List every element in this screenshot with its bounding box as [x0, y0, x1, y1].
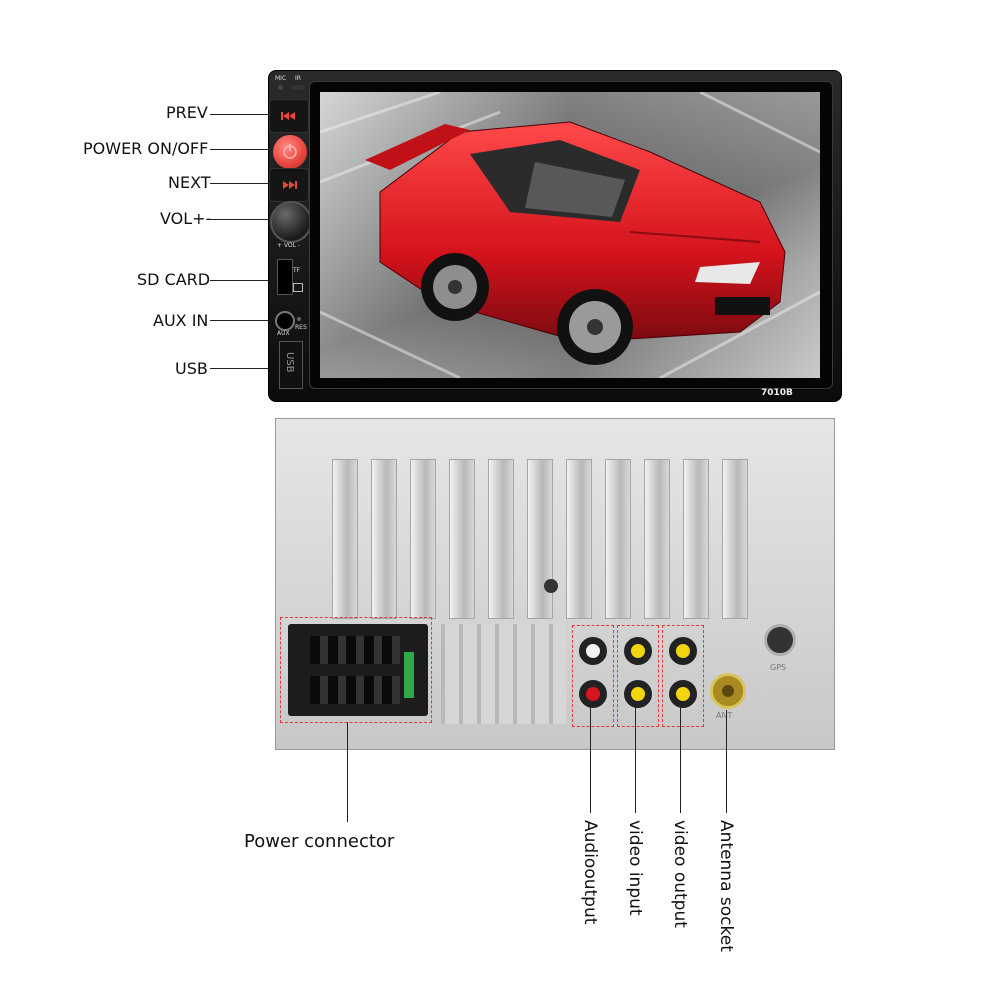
audio-output-highlight — [572, 625, 614, 727]
ir-text: IR — [295, 75, 301, 82]
video-input-highlight — [617, 625, 659, 727]
vent-grille — [441, 624, 566, 724]
label-sd-card: SD CARD — [137, 270, 211, 289]
volume-knob[interactable] — [270, 201, 312, 243]
heatsink-fin — [683, 459, 709, 619]
gps-socket[interactable] — [764, 624, 796, 656]
rca-audio-right[interactable] — [576, 677, 610, 711]
rca-video-out-1[interactable] — [666, 634, 700, 668]
screen[interactable] — [320, 92, 820, 378]
leader-video-input — [635, 705, 636, 813]
leader-video-output — [680, 705, 681, 813]
leader-sd-card — [210, 280, 272, 281]
power-button[interactable] — [271, 133, 309, 171]
leader-vol — [210, 219, 272, 220]
vol-ring-text: + VOL - — [277, 242, 301, 249]
leader-power-connector — [347, 722, 348, 822]
leader-power — [210, 149, 272, 150]
connector-pins-bottom — [310, 676, 400, 704]
leader-prev — [210, 114, 272, 115]
heatsink-fin — [644, 459, 670, 619]
leader-antenna-socket — [726, 710, 727, 813]
sd-card-slot[interactable] — [277, 259, 293, 295]
leader-next — [210, 183, 272, 184]
label-audio-output: Audiooutput — [580, 820, 600, 925]
head-unit-back: GPS ANT — [275, 418, 835, 750]
reset-hole[interactable] — [297, 317, 301, 321]
aux-jack[interactable] — [275, 311, 295, 331]
heatsink-fin — [410, 459, 436, 619]
prev-icon — [281, 112, 295, 120]
prev-button[interactable] — [269, 99, 309, 133]
head-unit-front: MIC IR + VOL - TF AUX RES USB — [268, 70, 842, 402]
ir-window — [291, 85, 305, 90]
next-button[interactable] — [269, 168, 309, 202]
power-connector-highlight — [280, 617, 432, 723]
fuse — [404, 652, 414, 698]
label-vol: VOL+- — [160, 209, 212, 228]
heatsink-fin — [449, 459, 475, 619]
label-antenna-socket: Antenna socket — [716, 820, 736, 952]
mic-text: MIC — [275, 75, 287, 82]
heatsink-fin — [488, 459, 514, 619]
mounting-hole — [544, 579, 558, 593]
label-usb: USB — [175, 359, 208, 378]
heatsink-fin — [527, 459, 553, 619]
rca-audio-left[interactable] — [576, 634, 610, 668]
connector-pins-top — [310, 636, 400, 664]
gps-text: GPS — [770, 663, 787, 672]
mic-hole — [278, 85, 283, 90]
heatsink-fin — [722, 459, 748, 619]
aux-text: AUX — [277, 330, 290, 337]
label-video-output: video output — [670, 820, 690, 928]
heatsink-fin — [566, 459, 592, 619]
heatsink-fin — [371, 459, 397, 619]
leader-audio-output — [590, 705, 591, 813]
heatsink-fin — [605, 459, 631, 619]
ant-text: ANT — [716, 711, 733, 720]
video-output-highlight — [662, 625, 704, 727]
usb-port-text: USB — [284, 352, 295, 373]
label-aux-in: AUX IN — [153, 311, 209, 330]
card-icon — [293, 283, 303, 292]
rca-video-in-2[interactable] — [621, 677, 655, 711]
leader-usb — [210, 368, 272, 369]
power-connector[interactable] — [288, 624, 428, 716]
tf-text: TF — [293, 267, 301, 274]
car-image — [320, 92, 820, 378]
usb-port[interactable]: USB — [279, 341, 303, 389]
label-power: POWER ON/OFF — [83, 139, 209, 158]
model-number: 7010B — [761, 388, 793, 398]
rca-video-out-2[interactable] — [666, 677, 700, 711]
rca-video-in-1[interactable] — [621, 634, 655, 668]
next-icon — [283, 181, 297, 189]
label-power-connector: Power connector — [244, 831, 395, 852]
label-next: NEXT — [168, 173, 211, 192]
label-prev: PREV — [166, 103, 208, 122]
res-text: RES — [295, 324, 307, 331]
power-icon — [283, 144, 297, 159]
heatsink-fin — [332, 459, 358, 619]
label-video-input: video input — [625, 820, 645, 916]
leader-aux-in — [210, 320, 272, 321]
antenna-socket[interactable] — [710, 673, 746, 709]
screen-bezel — [309, 81, 833, 389]
